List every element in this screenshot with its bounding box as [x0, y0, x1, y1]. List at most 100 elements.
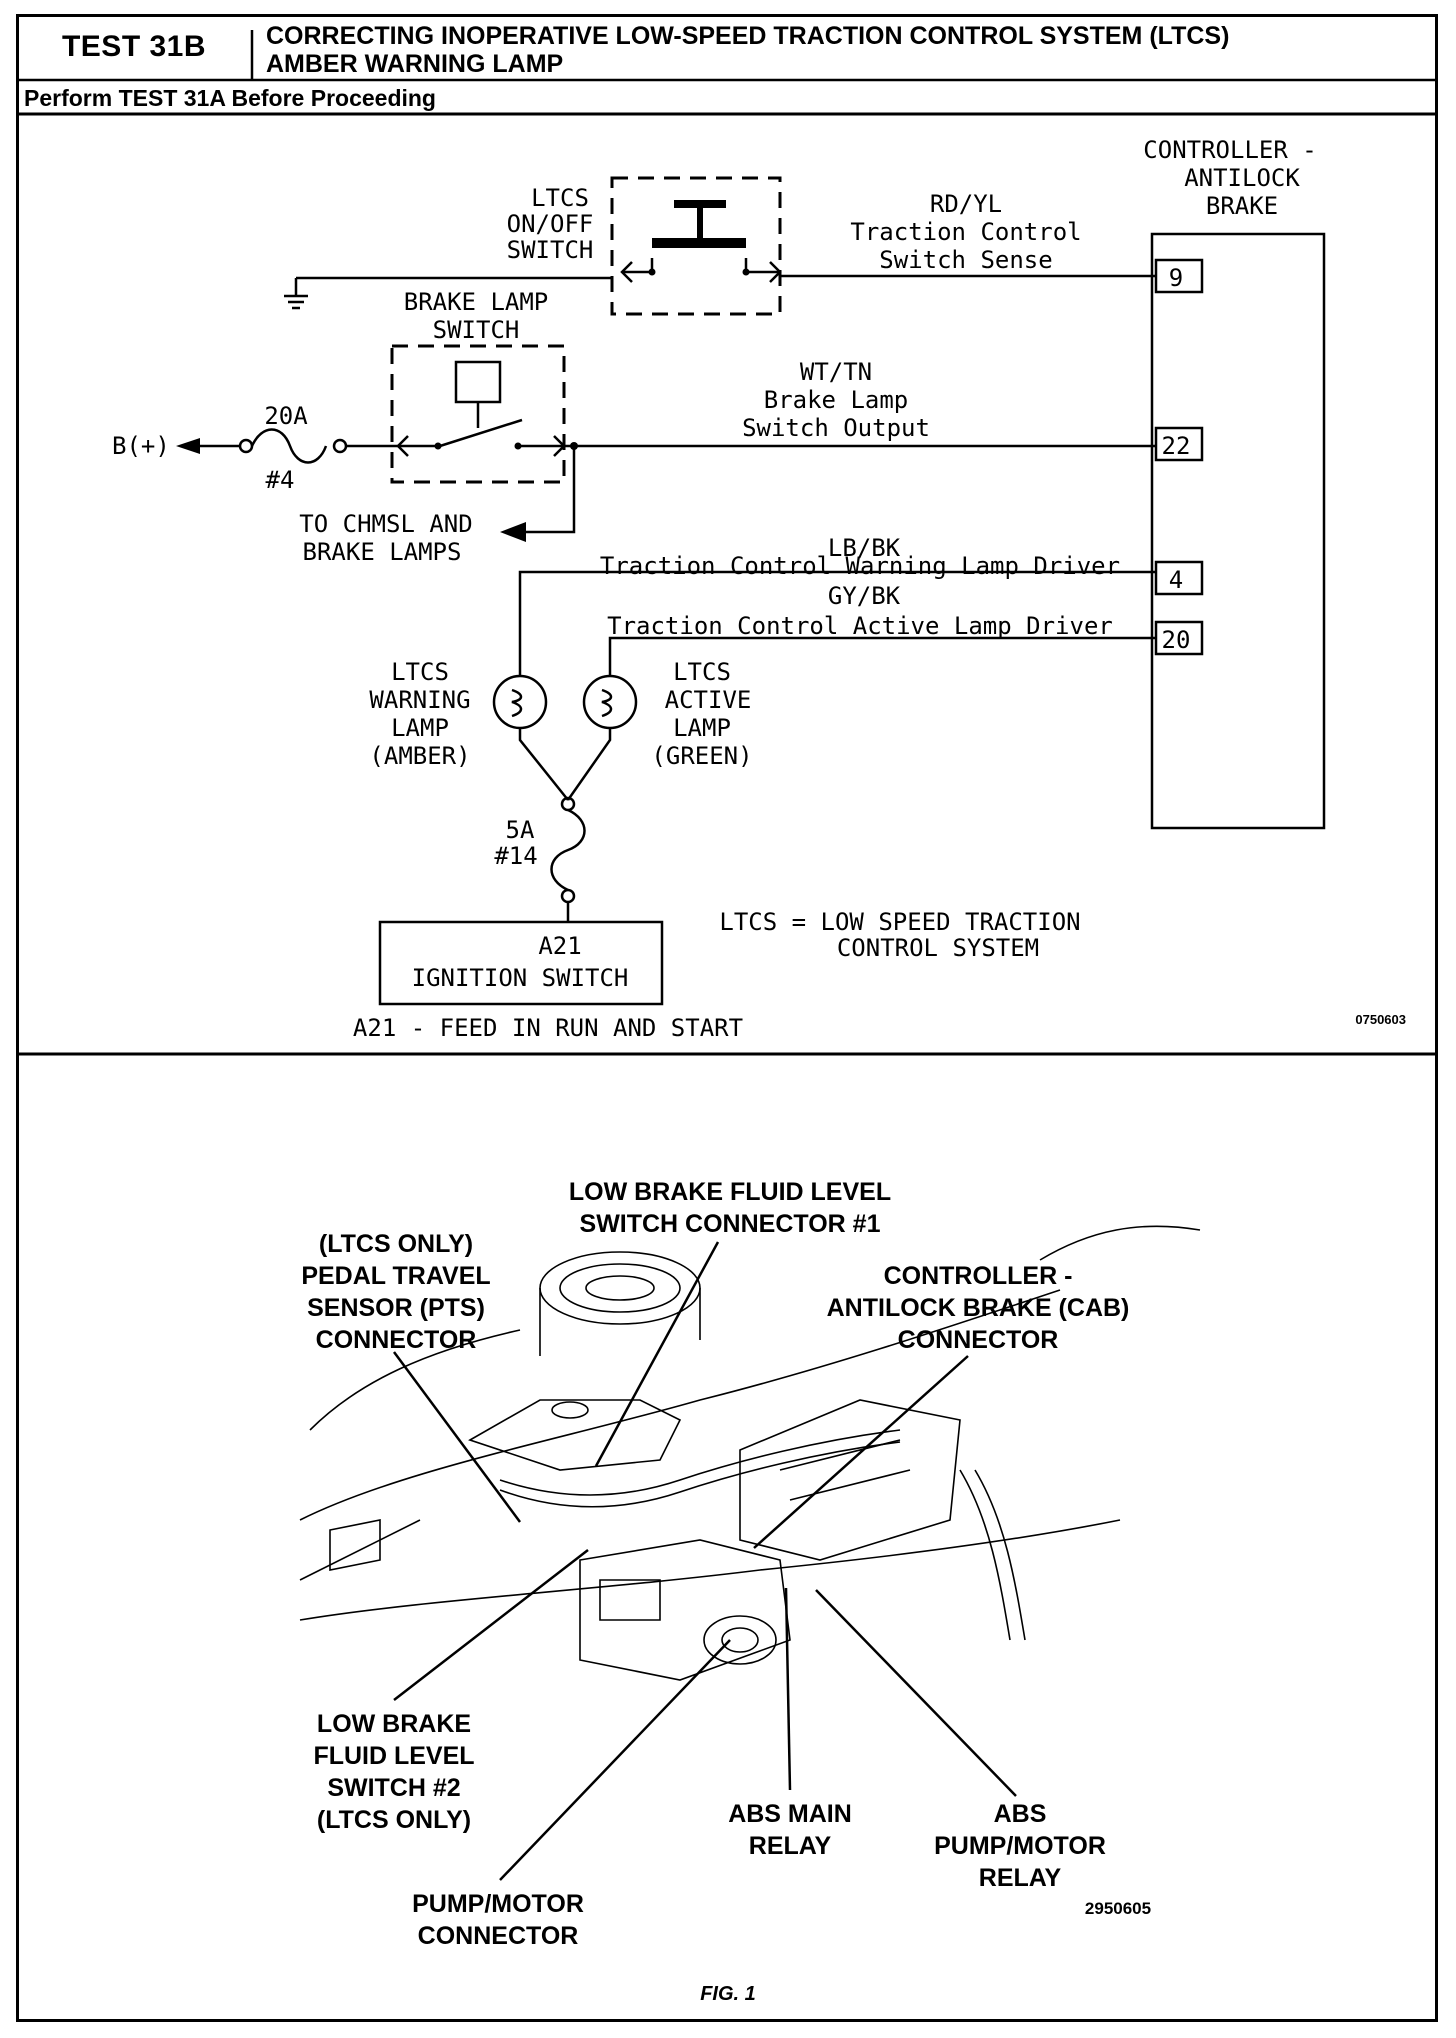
wire-wttn-name-1: Brake Lamp [764, 386, 909, 414]
wire-wttn-name-2: Switch Output [742, 414, 930, 442]
callout-pts-1: (LTCS ONLY) [319, 1230, 473, 1258]
leader-fluid2 [393, 1549, 589, 1701]
engine-compartment-illustration: LOW BRAKE FLUID LEVEL SWITCH CONNECTOR #… [299, 1178, 1201, 2005]
callout-fluid2-1: LOW BRAKE [317, 1710, 471, 1738]
schematic-code: 0750603 [1355, 1012, 1406, 1027]
leader-pump-relay [815, 1589, 1017, 1797]
pump-motor [579, 1539, 791, 1681]
chmsl-label-1: TO CHMSL AND [299, 510, 472, 538]
callout-cab-2: ANTILOCK BRAKE (CAB) [827, 1294, 1130, 1322]
active-lamp-label-2: ACTIVE [665, 686, 752, 714]
controller-label-3: BRAKE [1206, 192, 1278, 220]
prerequisite-note: Perform TEST 31A Before Proceeding [24, 85, 436, 111]
active-lamp-label-1: LTCS [673, 658, 731, 686]
brake-switch-label-1: BRAKE LAMP [404, 288, 549, 316]
leader-fluid1 [594, 1241, 720, 1467]
ignition-switch-box [378, 920, 664, 1006]
controller-label-2: ANTILOCK [1184, 164, 1300, 192]
active-lamp-icon [582, 674, 638, 730]
ignition-label-1: A21 [538, 932, 581, 960]
wire-wttn-color: WT/TN [800, 358, 872, 386]
leader-pts [392, 1351, 522, 1523]
fuse-main-rating: 20A [264, 402, 308, 430]
warning-lamp-label-1: LTCS [391, 658, 449, 686]
callout-pump-conn-2: CONNECTOR [418, 1922, 579, 1950]
fuse-main-number: #4 [266, 466, 295, 494]
controller-label-1: CONTROLLER - [1143, 136, 1316, 164]
test-title-line1: CORRECTING INOPERATIVE LOW-SPEED TRACTIO… [266, 22, 1230, 50]
leader-main-relay [784, 1587, 792, 1791]
callout-pump-conn-1: PUMP/MOTOR [412, 1890, 584, 1918]
wire-gybk-color: GY/BK [828, 582, 901, 610]
ltcs-switch-box [610, 176, 782, 316]
chmsl-wire [524, 446, 576, 534]
callout-cab-1: CONTROLLER - [884, 1262, 1073, 1290]
fluid-reservoir [468, 1399, 682, 1471]
wire-lbbk [518, 570, 1156, 676]
callout-pump-relay-1: ABS [994, 1800, 1047, 1828]
battery-arrow [176, 438, 200, 454]
callout-cab-3: CONNECTOR [898, 1326, 1059, 1354]
ltcs-switch-label-1: LTCS [531, 184, 589, 212]
active-lamp-label-4: (GREEN) [651, 742, 752, 770]
wire-gybk [608, 636, 1156, 676]
brake-switch-box [390, 344, 566, 484]
test-title: CORRECTING INOPERATIVE LOW-SPEED TRACTIO… [266, 22, 1229, 78]
controller-box [1150, 232, 1326, 830]
chmsl-arrow [500, 522, 526, 542]
wire-lbbk-name: Traction Control Warning Lamp Driver [600, 552, 1120, 580]
fuse-lamp-rating: 5A [506, 816, 535, 844]
warning-lamp-label-3: LAMP [391, 714, 449, 742]
leader-pump-conn [499, 1639, 731, 1881]
warning-lamp-label-2: WARNING [369, 686, 470, 714]
brake-switch-solenoid [454, 360, 502, 404]
page-frame [16, 14, 1438, 2022]
pin-9: 9 [1169, 264, 1183, 292]
wire-rdyl-color: RD/YL [930, 190, 1002, 218]
callout-fluid2-3: SWITCH #2 [327, 1774, 460, 1802]
brake-switch-contact [439, 418, 523, 448]
ltcs-definition-1: LTCS = LOW SPEED TRACTION [719, 908, 1080, 936]
figure-code: 2950605 [1085, 1899, 1151, 1918]
pin-22: 22 [1162, 432, 1191, 460]
ground-icon [284, 278, 308, 310]
callout-pts-3: SENSOR (PTS) [307, 1294, 485, 1322]
pin-20: 20 [1162, 626, 1191, 654]
callout-pts-4: CONNECTOR [316, 1326, 477, 1354]
ltcs-switch-label-2: ON/OFF [507, 210, 594, 238]
callout-fluid1-1: LOW BRAKE FLUID LEVEL [569, 1178, 891, 1206]
wire-lbbk-color: LB/BK [828, 534, 901, 562]
leader-cab [753, 1355, 969, 1549]
warning-lamp-label-4: (AMBER) [369, 742, 470, 770]
callout-main-relay-2: RELAY [749, 1832, 832, 1860]
fuse-5a [550, 808, 586, 892]
a21-note: A21 - FEED IN RUN AND START [353, 1014, 743, 1042]
pin-4: 4 [1169, 566, 1183, 594]
brake-switch-label-2: SWITCH [433, 316, 520, 344]
cab-module [739, 1399, 961, 1561]
callout-pts-2: PEDAL TRAVEL [301, 1262, 490, 1290]
callout-fluid2-2: FLUID LEVEL [313, 1742, 474, 1770]
callout-pump-relay-3: RELAY [979, 1864, 1062, 1892]
ltcs-definition-2: CONTROL SYSTEM [837, 934, 1039, 962]
pin-box-4 [1154, 560, 1204, 596]
callout-main-relay-1: ABS MAIN [728, 1800, 852, 1828]
ltcs-switch-label-3: SWITCH [507, 236, 594, 264]
figure-caption: FIG. 1 [700, 1983, 756, 2005]
callout-fluid2-4: (LTCS ONLY) [317, 1806, 471, 1834]
fuse-lamp-number: #14 [494, 842, 537, 870]
wiring-schematic: CONTROLLER - ANTILOCK BRAKE 9 22 4 20 LT… [112, 136, 1406, 1042]
wire-rdyl-name-1: Traction Control [850, 218, 1081, 246]
callout-pump-relay-2: PUMP/MOTOR [934, 1832, 1106, 1860]
test-title-line2: AMBER WARNING LAMP [266, 50, 564, 78]
wire-gybk-name: Traction Control Active Lamp Driver [607, 612, 1113, 640]
warning-lamp-icon [492, 674, 548, 730]
active-lamp-label-3: LAMP [673, 714, 731, 742]
callout-fluid1-2: SWITCH CONNECTOR #1 [580, 1210, 881, 1238]
battery-label: B(+) [112, 432, 170, 460]
test-id: TEST 31B [61, 30, 207, 63]
wire-rdyl-name-2: Switch Sense [879, 246, 1052, 274]
pin-box-22 [1154, 426, 1204, 462]
fuse-20a [250, 428, 328, 464]
chmsl-label-2: BRAKE LAMPS [303, 538, 462, 566]
